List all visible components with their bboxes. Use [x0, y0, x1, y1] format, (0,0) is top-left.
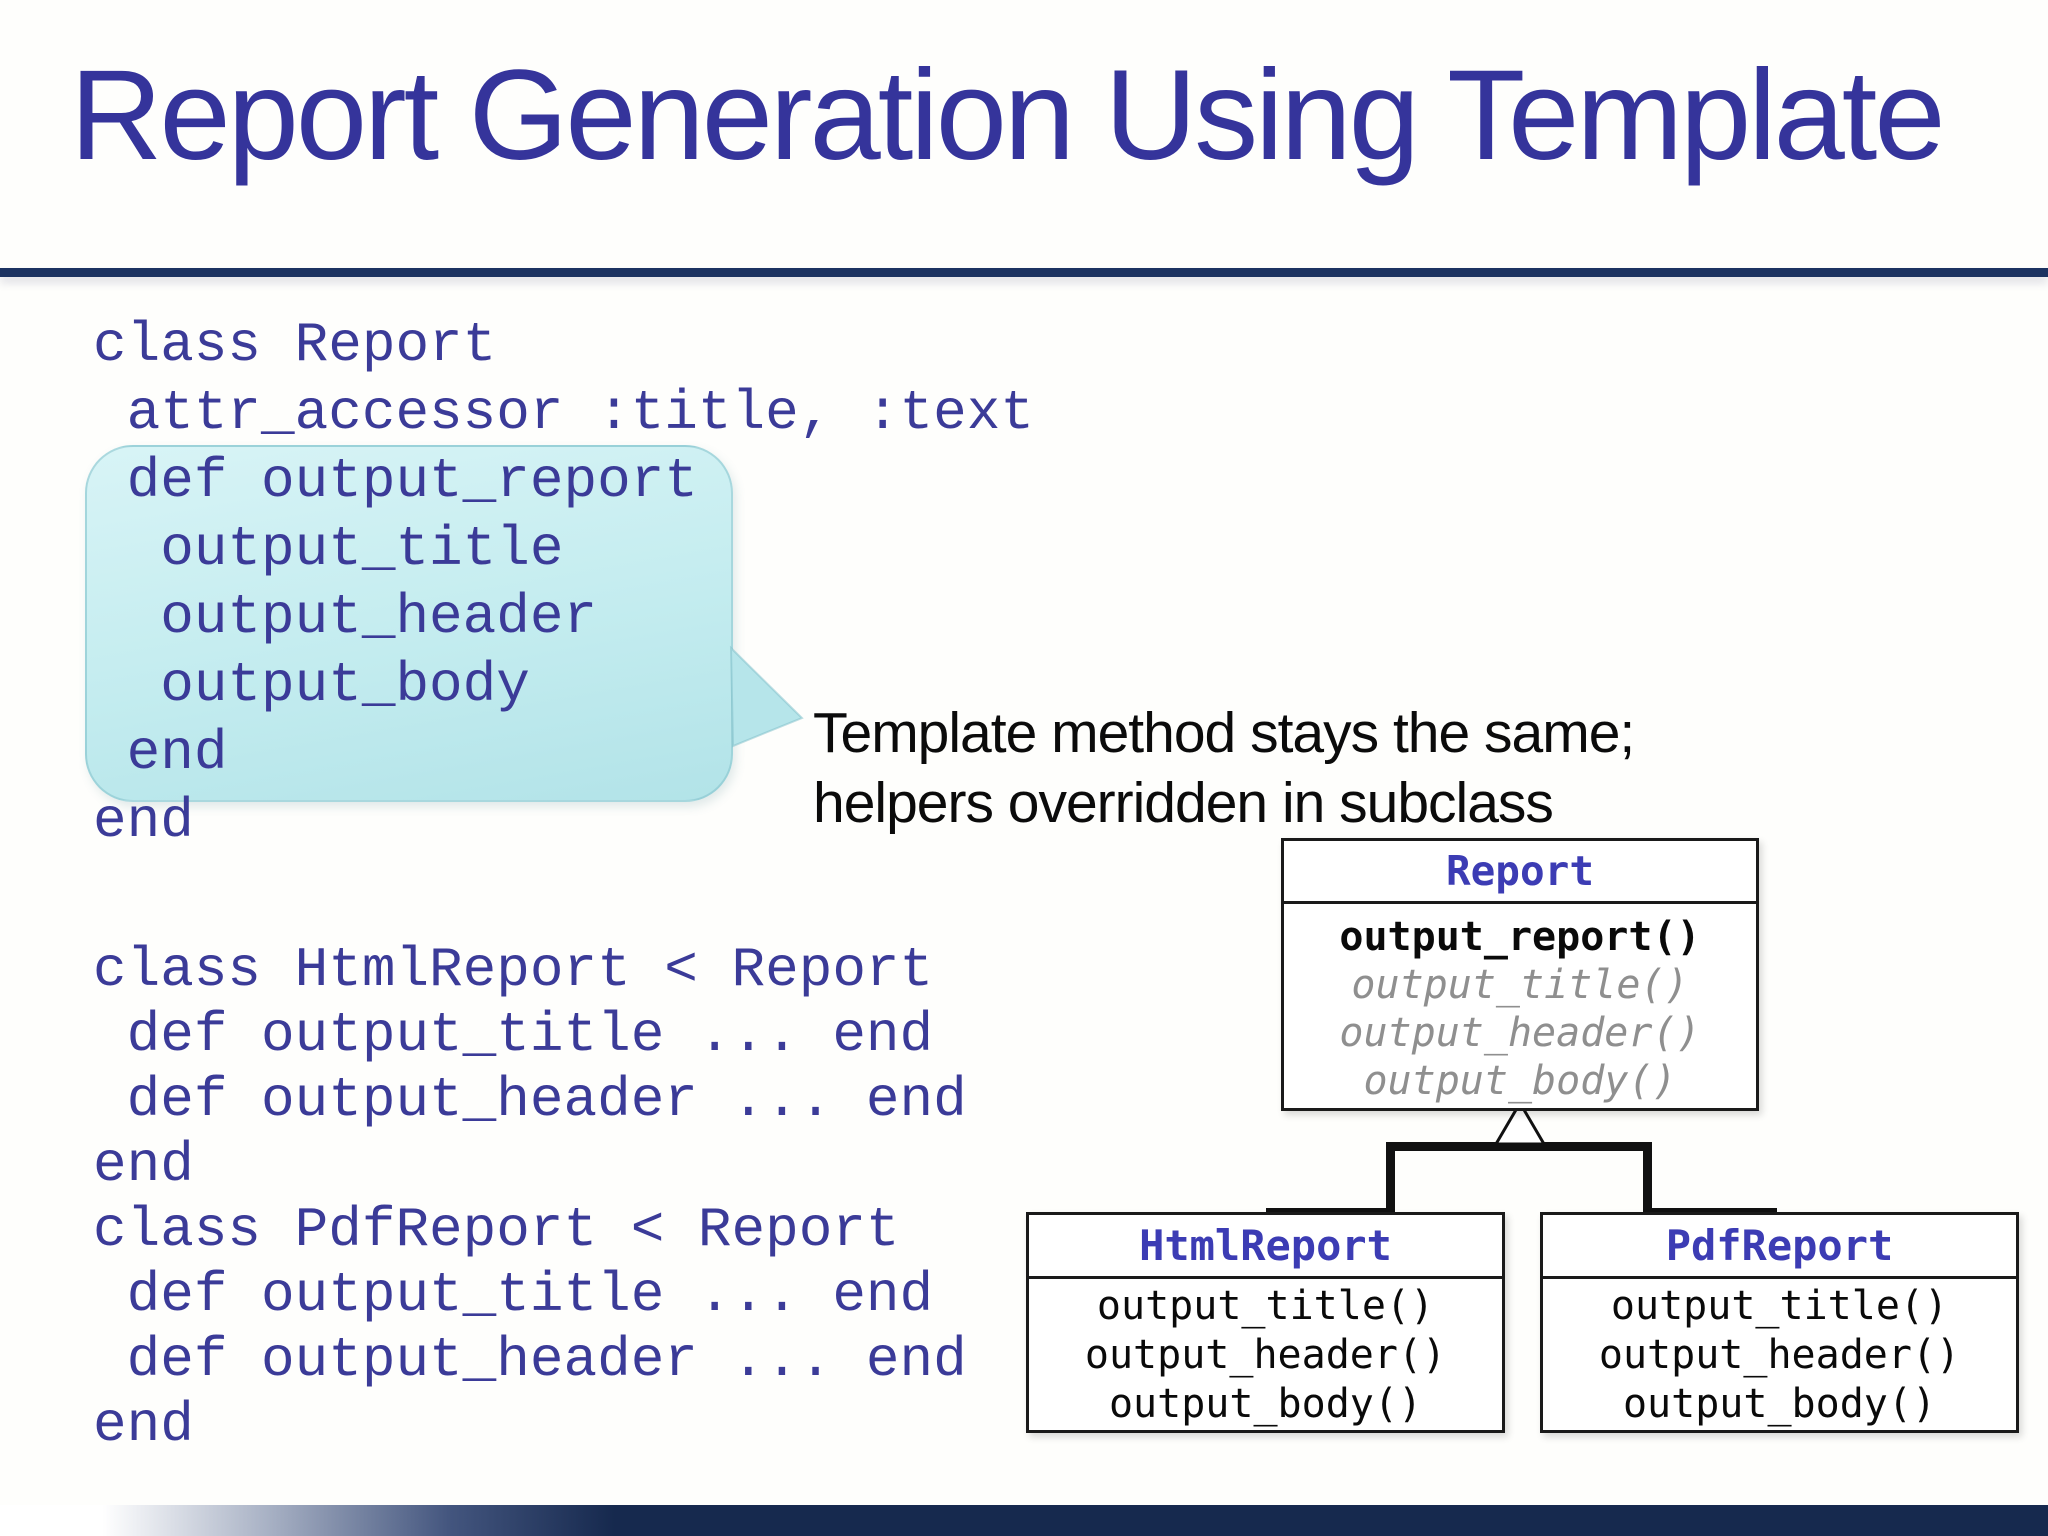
title-divider	[0, 268, 2048, 277]
callout-tail	[729, 645, 804, 748]
uml-method: output_header()	[1084, 1332, 1447, 1378]
uml-method-hook: output_title()	[1351, 962, 1689, 1008]
uml-method-template: output_report()	[1339, 914, 1701, 960]
uml-report-methods: output_report() output_title() output_he…	[1284, 904, 1756, 1105]
uml-report-name: Report	[1284, 841, 1756, 904]
uml-class-report: Report output_report() output_title() ou…	[1281, 838, 1759, 1111]
code-block-subclasses: class HtmlReport < Report def output_tit…	[93, 938, 967, 1457]
uml-method-hook: output_body()	[1363, 1058, 1677, 1104]
uml-htmlreport-methods: output_title() output_header() output_bo…	[1029, 1279, 1502, 1429]
uml-method: output_title()	[1096, 1283, 1435, 1329]
uml-method: output_body()	[1622, 1381, 1937, 1427]
footer-accent-bar	[0, 1505, 2048, 1536]
uml-class-htmlreport: HtmlReport output_title() output_header(…	[1026, 1212, 1505, 1433]
callout-note: Template method stays the same; helpers …	[813, 701, 1635, 835]
uml-class-pdfreport: PdfReport output_title() output_header()…	[1540, 1212, 2019, 1433]
uml-method-hook: output_header()	[1339, 1010, 1701, 1056]
slide-title: Report Generation Using Template	[70, 44, 1945, 187]
code-block-report-class: class Report attr_accessor :title, :text…	[93, 313, 1034, 853]
callout-bubble	[85, 445, 733, 802]
uml-pdfreport-name: PdfReport	[1543, 1215, 2016, 1279]
uml-method: output_title()	[1610, 1283, 1949, 1329]
uml-pdfreport-methods: output_title() output_header() output_bo…	[1543, 1279, 2016, 1429]
uml-method: output_body()	[1108, 1381, 1423, 1427]
uml-method: output_header()	[1598, 1332, 1961, 1378]
uml-htmlreport-name: HtmlReport	[1029, 1215, 1502, 1279]
